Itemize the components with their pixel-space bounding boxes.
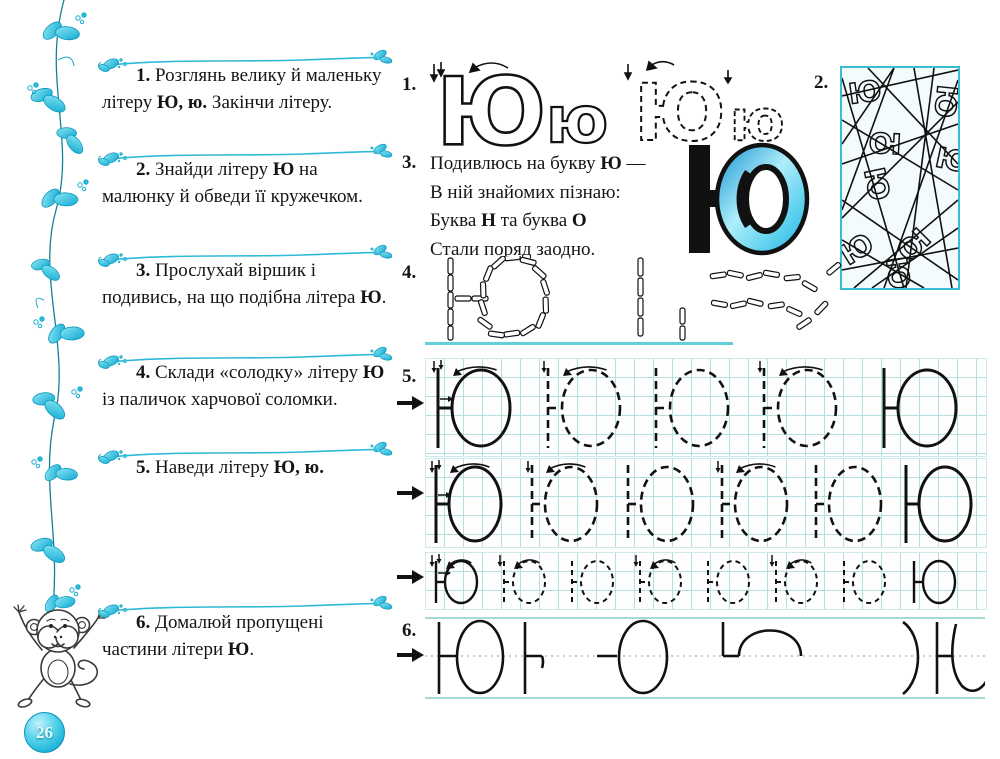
task-5: 5. Наведи літеру Ю, ю.: [102, 455, 392, 482]
task-number: 5.: [136, 457, 151, 478]
task-1: 1. Розглянь велику й маленьку літеру Ю, …: [102, 63, 392, 117]
dashed-capital-yu: Ю: [634, 69, 726, 154]
outline-capital-yu: Ю: [436, 58, 546, 154]
partial-letters: [437, 619, 985, 696]
row-arrow-icon: [397, 570, 424, 585]
tracing-row[interactable]: [425, 458, 987, 548]
task-text: Склади «солодку» літеру Ю із паличок хар…: [102, 362, 385, 410]
exercise-4-number: 4.: [402, 262, 417, 283]
task-text: Наведи літеру Ю, ю.: [155, 457, 324, 478]
monkey-illustration: [13, 604, 106, 708]
hidden-letter: Ю: [868, 125, 903, 160]
exercise-1-number: 1.: [402, 74, 417, 95]
task-number: 2.: [136, 159, 151, 180]
row-arrow-icon: [397, 396, 424, 411]
loose-sticks: [637, 257, 842, 341]
letter-right-arc-only: [902, 620, 920, 696]
exercise-3-number: 3.: [402, 152, 417, 173]
letter-missing-oval: [523, 622, 545, 694]
poem-line: В ній знайомих пізнаю:: [430, 181, 621, 203]
task-4: 4. Склади «солодку» літеру Ю із паличок …: [102, 360, 392, 414]
stick-letter-yu: [447, 256, 551, 341]
task-text: Прослухай віршик і подивись, на що подіб…: [102, 260, 387, 308]
scramble-art: Ю Ю Ю Ю Ю Ю Ю Ю: [842, 68, 958, 288]
task-text: Домалюй пропущені частини літери Ю.: [102, 612, 324, 660]
poem-line: Стали поряд заодно.: [430, 238, 596, 260]
exercise-1-letters: Ю ю Ю ю: [429, 57, 785, 154]
complete-the-letters-line[interactable]: [425, 610, 985, 706]
page-number-badge: 26: [24, 712, 65, 753]
task-number: 4.: [136, 362, 151, 383]
tracing-row[interactable]: [425, 358, 987, 457]
letter-missing-top: [935, 622, 985, 694]
row-arrow-icon: [397, 648, 424, 663]
section-rule: [425, 342, 733, 345]
task-number: 6.: [136, 612, 151, 633]
task-number: 1.: [136, 65, 151, 86]
task-2: 2. Знайди літеру Ю на малюнку й обведи ї…: [102, 157, 392, 211]
task-number: 3.: [136, 260, 151, 281]
big-blue-letter-yu: [689, 142, 810, 256]
exercise-6-number: 6.: [402, 620, 417, 641]
poem: Подивлюсь на букву Ю — В ній знайомих пі…: [430, 150, 690, 264]
exercise-2-number: 2.: [814, 72, 829, 93]
poem-line: Подивлюсь на букву Ю —: [430, 153, 646, 174]
task-6: 6. Домалюй пропущені частини літери Ю.: [102, 610, 392, 664]
outline-small-yu: ю: [546, 84, 608, 154]
hidden-letters-box[interactable]: Ю Ю Ю Ю Ю Ю Ю Ю: [840, 66, 960, 290]
vine-decoration: [25, 0, 94, 630]
tracing-row[interactable]: [425, 552, 987, 610]
page-number: 26: [36, 722, 53, 742]
task-3: 3. Прослухай віршик і подивись, на що по…: [102, 258, 392, 312]
row-arrow-icon: [397, 486, 424, 501]
letter-complete: [437, 619, 505, 695]
task-text: Знайди літеру Ю на малюнку й обведи її к…: [102, 159, 363, 207]
letter-missing-bottom: [721, 622, 803, 658]
letter-missing-bar: [597, 619, 669, 695]
poem-line: Буква Н та буква О: [430, 210, 587, 231]
exercise-5-number: 5.: [402, 366, 417, 387]
task-text: Розглянь велику й маленьку літеру Ю, ю. …: [102, 65, 382, 113]
candy-stick-letter: [447, 256, 842, 341]
